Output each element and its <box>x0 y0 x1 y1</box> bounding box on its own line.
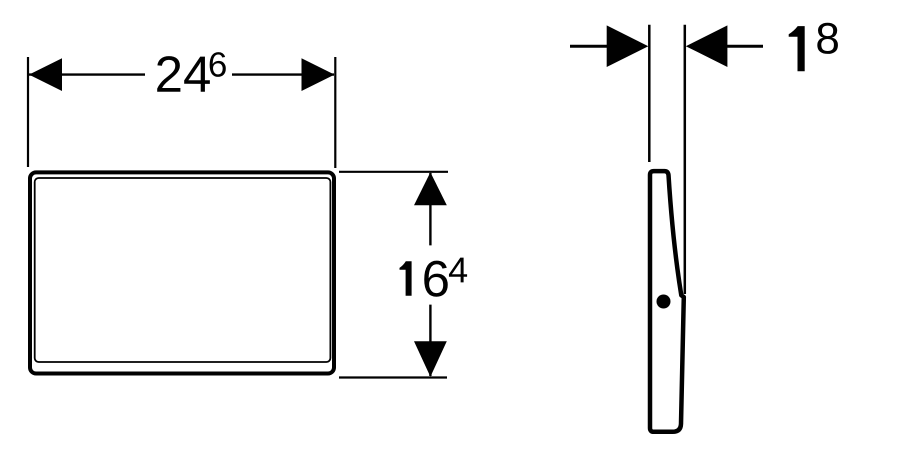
svg-text:6: 6 <box>208 45 227 84</box>
svg-text:4: 4 <box>448 249 468 290</box>
svg-text:24: 24 <box>155 46 212 103</box>
svg-text:8: 8 <box>815 15 840 64</box>
svg-text:6: 6 <box>422 250 450 307</box>
